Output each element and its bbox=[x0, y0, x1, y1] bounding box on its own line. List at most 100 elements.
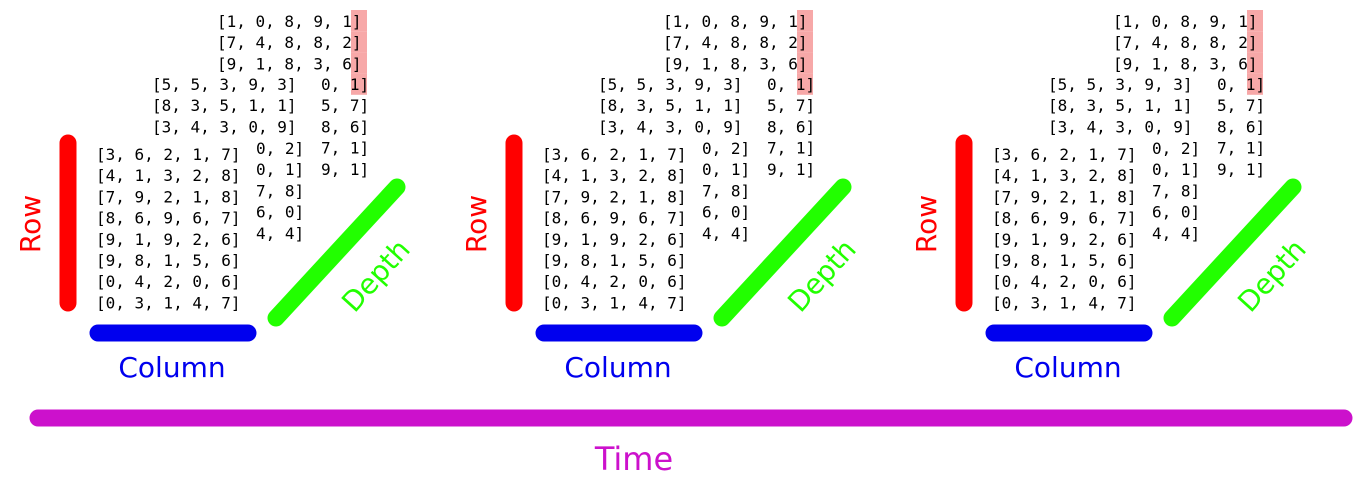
front-layer-row: [8, 6, 9, 6, 7] bbox=[542, 209, 687, 228]
front-layer-row: [7, 9, 2, 1, 8] bbox=[992, 187, 1137, 206]
back-layer-tail: 5, 7] bbox=[767, 96, 815, 115]
back-layer-row: [7, 4, 8, 8, 2] bbox=[663, 33, 808, 52]
back-layer-tail: 9, 1] bbox=[767, 160, 815, 179]
highlight-cell bbox=[351, 73, 367, 95]
back-layer-tail: 5, 7] bbox=[1217, 96, 1265, 115]
back-layer-row: [1, 0, 8, 9, 1] bbox=[663, 12, 808, 31]
middle-layer-tail: 6, 0] bbox=[1152, 203, 1200, 222]
back-layer-row: [1, 0, 8, 9, 1] bbox=[217, 12, 362, 31]
back-layer-tail: 7, 1] bbox=[321, 139, 369, 158]
back-layer-row: [7, 4, 8, 8, 2] bbox=[1113, 33, 1258, 52]
middle-layer-row: [8, 3, 5, 1, 1] bbox=[152, 96, 297, 115]
front-layer-row: [4, 1, 3, 2, 8] bbox=[542, 166, 687, 185]
time-axis: Time bbox=[29, 409, 1353, 478]
back-layer-tail: 9, 1] bbox=[1217, 160, 1265, 179]
front-layer-row: [8, 6, 9, 6, 7] bbox=[96, 209, 241, 228]
panels: [1, 0, 8, 9, 1] [7, 4, 8, 8, 2] [9, 1, 8, … bbox=[14, 10, 1313, 384]
highlight-cell bbox=[1247, 73, 1263, 95]
front-layer-row: [3, 6, 2, 1, 7] bbox=[96, 145, 241, 164]
depth-axis-bar bbox=[267, 178, 406, 327]
middle-layer-tail: 4, 4] bbox=[702, 224, 750, 243]
back-layer-tail: 8, 6] bbox=[321, 117, 369, 136]
highlight-cell bbox=[1247, 31, 1263, 53]
back-layer-tail: 8, 6] bbox=[1217, 117, 1265, 136]
front-layer-row: [8, 6, 9, 6, 7] bbox=[992, 209, 1137, 228]
highlight-cell bbox=[797, 52, 813, 74]
middle-layer-tail: 0, 1] bbox=[702, 160, 750, 179]
middle-layer-tail: 7, 8] bbox=[256, 181, 304, 200]
tensor-panel: [1, 0, 8, 9, 1] [7, 4, 8, 8, 2] [9, 1, 8, … bbox=[460, 10, 863, 384]
front-layer-row: [0, 3, 1, 4, 7] bbox=[542, 293, 687, 312]
highlight-cell bbox=[351, 52, 367, 74]
back-layer-tail: 0, 1] bbox=[767, 75, 815, 94]
time-label: Time bbox=[594, 440, 673, 478]
back-layer-row: [7, 4, 8, 8, 2] bbox=[217, 33, 362, 52]
column-label: Column bbox=[118, 351, 225, 384]
middle-layer-tail: 4, 4] bbox=[1152, 224, 1200, 243]
middle-layer-tail: 7, 8] bbox=[702, 181, 750, 200]
front-layer-row: [0, 3, 1, 4, 7] bbox=[992, 293, 1137, 312]
tensor-panel: [1, 0, 8, 9, 1] [7, 4, 8, 8, 2] [9, 1, 8, … bbox=[910, 10, 1313, 384]
middle-layer-tail: 4, 4] bbox=[256, 224, 304, 243]
back-layer-tail: 8, 6] bbox=[767, 117, 815, 136]
front-layer-row: [9, 8, 1, 5, 6] bbox=[96, 251, 241, 270]
front-layer-row: [3, 6, 2, 1, 7] bbox=[542, 145, 687, 164]
front-layer-row: [0, 4, 2, 0, 6] bbox=[992, 272, 1137, 291]
back-layer-tail: 5, 7] bbox=[321, 96, 369, 115]
front-layer-row: [9, 1, 9, 2, 6] bbox=[992, 230, 1137, 249]
middle-layer-tail: 6, 0] bbox=[702, 203, 750, 222]
row-label: Row bbox=[14, 195, 47, 253]
middle-layer-row: [3, 4, 3, 0, 9] bbox=[152, 117, 297, 136]
middle-layer-row: [5, 5, 3, 9, 3] bbox=[152, 75, 297, 94]
back-layer-tail: 0, 1] bbox=[321, 75, 369, 94]
tensor-panel: [1, 0, 8, 9, 1] [7, 4, 8, 8, 2] [9, 1, 8, … bbox=[14, 10, 417, 384]
depth-axis-bar bbox=[713, 178, 852, 327]
back-layer-tail: 7, 1] bbox=[1217, 139, 1265, 158]
middle-layer-tail: 0, 1] bbox=[256, 160, 304, 179]
column-label: Column bbox=[1014, 351, 1121, 384]
middle-layer-tail: 0, 1] bbox=[1152, 160, 1200, 179]
row-label: Row bbox=[460, 195, 493, 253]
middle-layer-row: [8, 3, 5, 1, 1] bbox=[1048, 96, 1193, 115]
highlight-cell bbox=[351, 10, 367, 32]
middle-layer-row: [8, 3, 5, 1, 1] bbox=[598, 96, 743, 115]
middle-layer-tail: 0, 2] bbox=[256, 139, 304, 158]
highlight-cell bbox=[1247, 52, 1263, 74]
highlight-cell bbox=[797, 10, 813, 32]
middle-layer-tail: 0, 2] bbox=[1152, 139, 1200, 158]
middle-layer-row: [3, 4, 3, 0, 9] bbox=[1048, 117, 1193, 136]
front-layer-row: [0, 4, 2, 0, 6] bbox=[96, 272, 241, 291]
middle-layer-tail: 6, 0] bbox=[256, 203, 304, 222]
back-layer-row: [1, 0, 8, 9, 1] bbox=[1113, 12, 1258, 31]
middle-layer-tail: 7, 8] bbox=[1152, 181, 1200, 200]
row-label: Row bbox=[910, 195, 943, 253]
column-label: Column bbox=[564, 351, 671, 384]
front-layer-row: [7, 9, 2, 1, 8] bbox=[542, 187, 687, 206]
front-layer-row: [7, 9, 2, 1, 8] bbox=[96, 187, 241, 206]
front-layer-row: [3, 6, 2, 1, 7] bbox=[992, 145, 1137, 164]
front-layer-row: [4, 1, 3, 2, 8] bbox=[992, 166, 1137, 185]
middle-layer-row: [3, 4, 3, 0, 9] bbox=[598, 117, 743, 136]
front-layer-row: [4, 1, 3, 2, 8] bbox=[96, 166, 241, 185]
depth-axis-bar bbox=[1163, 178, 1302, 327]
middle-layer-row: [5, 5, 3, 9, 3] bbox=[1048, 75, 1193, 94]
back-layer-tail: 9, 1] bbox=[321, 160, 369, 179]
highlight-cell bbox=[351, 31, 367, 53]
highlight-cell bbox=[1247, 10, 1263, 32]
highlight-cell bbox=[797, 31, 813, 53]
middle-layer-tail: 0, 2] bbox=[702, 139, 750, 158]
back-layer-row: [9, 1, 8, 3, 6] bbox=[663, 54, 808, 73]
back-layer-row: [9, 1, 8, 3, 6] bbox=[1113, 54, 1258, 73]
back-layer-tail: 7, 1] bbox=[767, 139, 815, 158]
front-layer-row: [9, 1, 9, 2, 6] bbox=[96, 230, 241, 249]
front-layer-row: [9, 8, 1, 5, 6] bbox=[542, 251, 687, 270]
front-layer-row: [9, 8, 1, 5, 6] bbox=[992, 251, 1137, 270]
highlight-cell bbox=[797, 73, 813, 95]
front-layer-row: [9, 1, 9, 2, 6] bbox=[542, 230, 687, 249]
middle-layer-row: [5, 5, 3, 9, 3] bbox=[598, 75, 743, 94]
back-layer-row: [9, 1, 8, 3, 6] bbox=[217, 54, 362, 73]
back-layer-tail: 0, 1] bbox=[1217, 75, 1265, 94]
front-layer-row: [0, 3, 1, 4, 7] bbox=[96, 293, 241, 312]
front-layer-row: [0, 4, 2, 0, 6] bbox=[542, 272, 687, 291]
